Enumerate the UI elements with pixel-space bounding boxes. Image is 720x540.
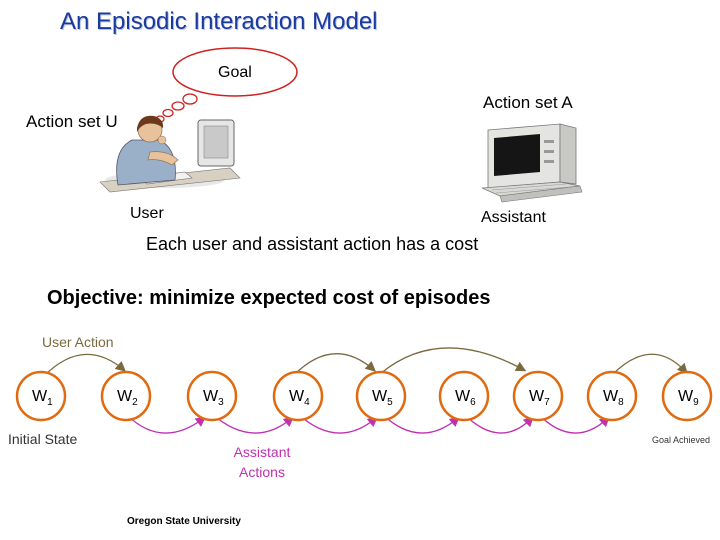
state-node-w2: W2 [100,370,152,422]
state-label: W9 [678,388,699,408]
thought-bubble-icon [155,47,298,123]
person-at-computer-icon [99,115,241,193]
state-label: W4 [289,388,310,408]
state-circle [512,370,564,422]
action-set-u-label: Action set U [26,112,118,131]
state-node-w5: W5 [355,370,407,422]
footer-university: Oregon State University [127,516,241,527]
user-action-label: User Action [42,334,114,350]
state-node-w7: W7 [512,370,564,422]
goal-label: Goal [218,64,252,81]
state-circle [438,370,490,422]
state-circle [186,370,238,422]
computer-terminal-icon [481,123,583,203]
state-circle [355,370,407,422]
state-label: W8 [603,388,624,408]
state-node-w3: W3 [186,370,238,422]
state-label: W7 [529,388,550,408]
state-label: W2 [117,388,138,408]
initial-state-label: Initial State [8,431,78,447]
cost-statement: Each user and assistant action has a cos… [146,234,479,254]
state-circle [661,370,713,422]
objective-statement: Objective: minimize expected cost of epi… [47,287,491,309]
state-label: W3 [203,388,224,408]
state-circle [15,370,67,422]
assistant-actions-label: Assistant Actions [233,444,291,480]
user-label: User [130,205,164,222]
assistant-action-arrows [125,413,610,434]
assistant-label: Assistant [481,209,546,226]
state-node-w8: W8 [586,370,638,422]
state-label: W6 [455,388,476,408]
state-circle [100,370,152,422]
state-label: W1 [32,388,53,408]
state-node-w9: W9 [661,370,713,422]
state-circle [586,370,638,422]
state-node-w4: W4 [272,370,324,422]
state-label: W5 [372,388,393,408]
state-node-w1: W1 [15,370,67,422]
goal-achieved-label: Goal Achieved [652,435,711,445]
state-circle [272,370,324,422]
user-action-arrows [43,347,688,377]
slide-title: An Episodic Interaction Model [60,8,378,35]
action-set-a-label: Action set A [483,93,573,112]
state-node-w6: W6 [438,370,490,422]
